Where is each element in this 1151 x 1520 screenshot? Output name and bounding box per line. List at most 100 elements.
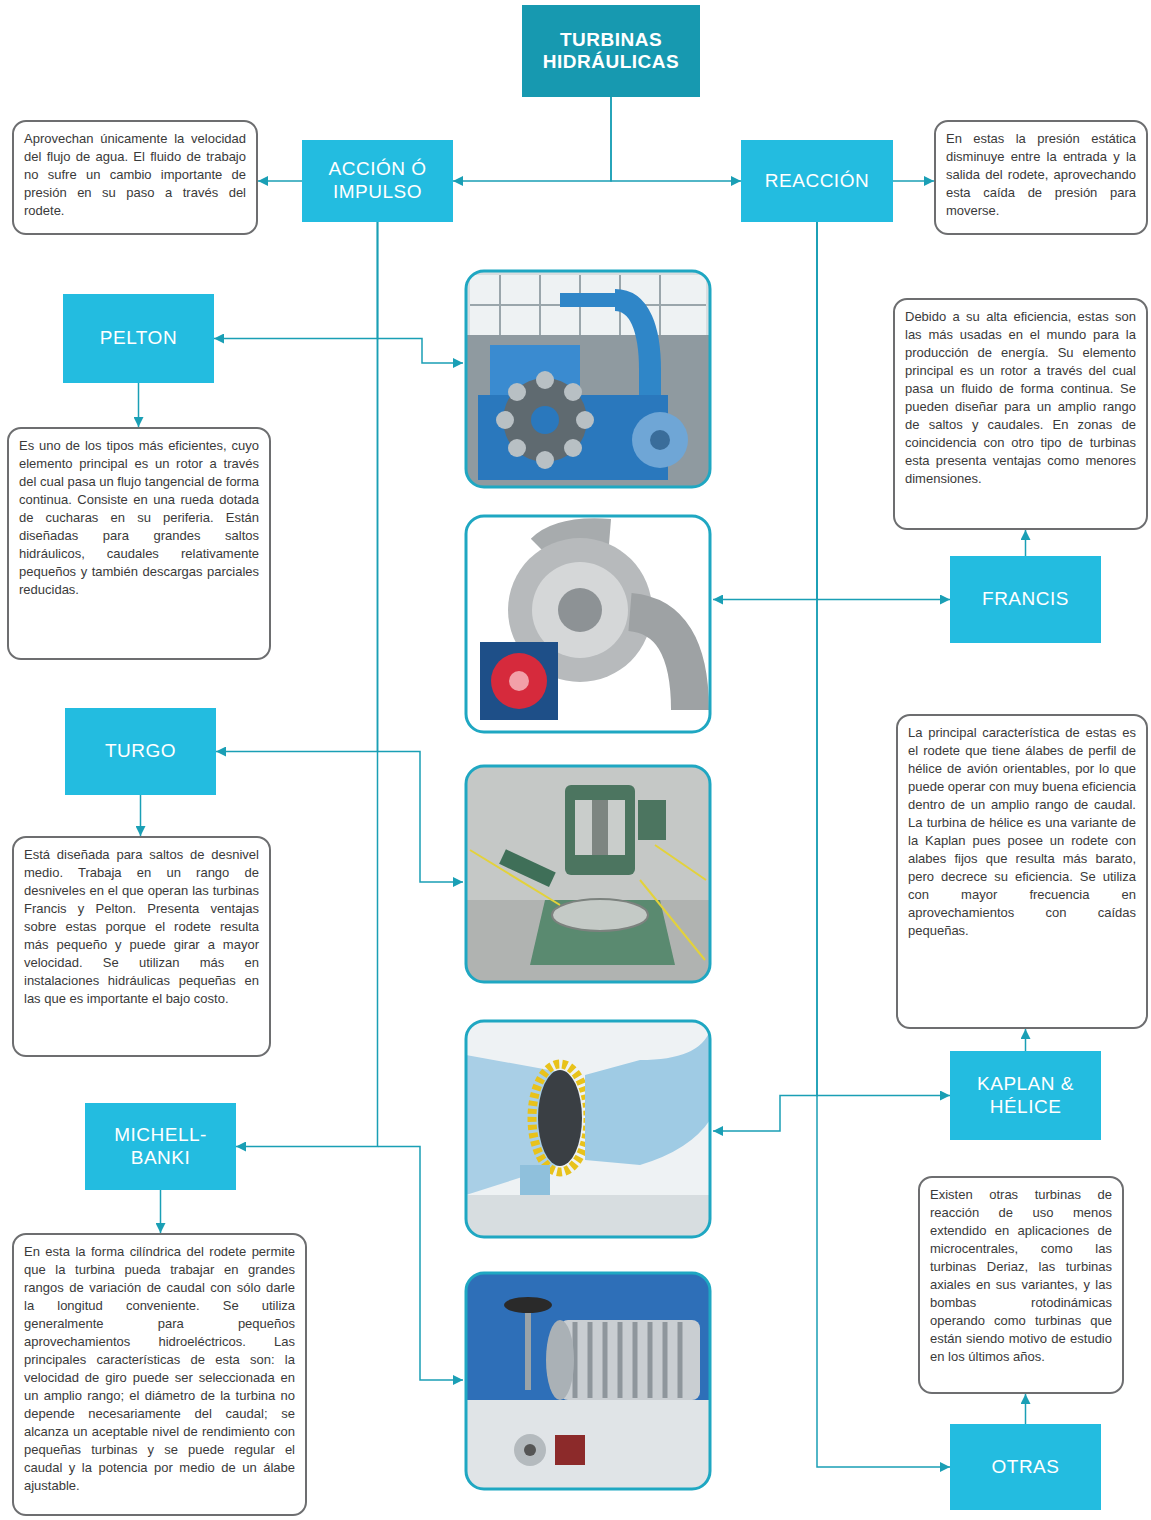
photo-frames-part — [466, 516, 710, 732]
michell-banki-photo — [466, 1273, 710, 1489]
pelton-photo-part — [496, 411, 514, 429]
turgo-photo-part — [640, 880, 705, 960]
michell-banki-photo-part — [525, 1310, 531, 1390]
photo-leader-lines-part — [713, 1096, 818, 1132]
pelton-photo-part — [466, 335, 710, 487]
title-box: TURBINAS HIDRÁULICAS — [522, 5, 700, 97]
pelton-photo-part — [632, 412, 688, 468]
pelton-photo-part — [466, 271, 710, 487]
turgo-photo-part — [565, 785, 635, 875]
michell-banki-photo-part — [560, 1320, 700, 1400]
kaplan-photo — [466, 1021, 710, 1237]
francis-photo-part — [509, 671, 529, 691]
connector-arrow — [453, 97, 611, 181]
node-text: OTRAS — [992, 1456, 1060, 1479]
kaplan-photo-part — [585, 1030, 710, 1165]
connector-arrow — [1025, 1394, 1027, 1424]
pelton-photo-part — [536, 451, 554, 469]
pelton-photo-part — [650, 430, 670, 450]
pelton-photo-part — [470, 275, 706, 335]
pelton-photo-part — [470, 275, 706, 335]
connector-arrow — [160, 1190, 162, 1233]
description-box: Es uno de los tipos más eficientes, cuyo… — [7, 427, 271, 660]
category-box: FRANCIS — [950, 556, 1101, 643]
category-box: OTRAS — [950, 1424, 1101, 1510]
pelton-photo-part — [564, 383, 582, 401]
node-text: Es uno de los tipos más eficientes, cuyo… — [19, 437, 259, 599]
category-box: PELTON — [63, 294, 214, 383]
turgo-photo-part — [655, 845, 706, 880]
category-box: REACCIÓN — [741, 140, 893, 222]
node-text: Existen otras turbinas de reacción de us… — [930, 1186, 1112, 1366]
michell-banki-photo-part — [504, 1297, 552, 1313]
description-box: Debido a su alta eficiencia, estas son l… — [893, 298, 1148, 530]
photo-leader-lines-part — [713, 599, 818, 601]
turgo-photo-part — [638, 800, 666, 840]
turgo-photo-part — [466, 900, 710, 982]
description-box: Aprovechan únicamente la velocidad del f… — [12, 120, 258, 235]
pelton-photo-part — [560, 293, 620, 307]
category-box: TURGO — [65, 708, 216, 795]
pelton-photo-part — [508, 439, 526, 457]
category-box: ACCIÓN Ó IMPULSO — [302, 140, 453, 222]
francis-photo-part — [558, 588, 602, 632]
michell-banki-photo-part — [555, 1435, 585, 1465]
francis-photo-part — [491, 653, 547, 709]
connector-arrow — [258, 180, 302, 182]
turgo-photo-part — [592, 800, 608, 855]
kaplan-photo-part — [466, 1021, 710, 1237]
pelton-photo-part — [508, 383, 526, 401]
node-text: Está diseñada para saltos de desnivel me… — [24, 846, 259, 1008]
turgo-photo-part — [499, 849, 556, 887]
michell-banki-photo-part — [524, 1444, 536, 1456]
connector-arrow — [138, 383, 140, 427]
kaplan-photo-part — [532, 1064, 588, 1172]
michell-banki-photo-part — [466, 1273, 710, 1489]
photo-frames-part — [466, 1273, 710, 1489]
pelton-photo-part — [564, 439, 582, 457]
pelton-photo-part — [536, 371, 554, 389]
francis-photo-part — [466, 516, 710, 732]
michell-banki-photo-part — [546, 1320, 574, 1400]
connector-arrow — [1025, 1029, 1027, 1051]
description-box: La principal característica de estas es … — [896, 714, 1148, 1029]
node-text: En estas la presión estática disminuye e… — [946, 130, 1136, 220]
node-text: FRANCIS — [982, 588, 1069, 611]
photo-frames-part — [466, 766, 710, 982]
photo-frames-part — [466, 271, 710, 487]
category-box: MICHELL-BANKI — [85, 1103, 236, 1190]
node-text: MICHELL-BANKI — [97, 1124, 224, 1170]
node-text: TURBINAS HIDRÁULICAS — [534, 29, 688, 73]
francis-photo-part — [480, 642, 558, 720]
node-text: REACCIÓN — [765, 170, 869, 193]
turgo-photo-part — [470, 850, 560, 905]
kaplan-photo-part — [538, 1070, 582, 1166]
connector-arrow — [611, 97, 741, 181]
kaplan-photo-part — [520, 1165, 550, 1195]
node-text: TURGO — [105, 740, 176, 763]
node-text: KAPLAN & HÉLICE — [962, 1073, 1089, 1119]
photo-leader-lines — [378, 339, 818, 1381]
pelton-photo-part — [531, 406, 559, 434]
node-text: PELTON — [100, 327, 177, 350]
turgo-photo-part — [575, 800, 625, 855]
node-text: En esta la forma cilíndrica del rodete p… — [24, 1243, 295, 1495]
node-text: La principal característica de estas es … — [908, 724, 1136, 940]
pelton-photo-part — [503, 378, 587, 462]
connector-arrow — [1025, 530, 1027, 556]
michell-banki-photo-part — [514, 1434, 546, 1466]
description-box: En esta la forma cilíndrica del rodete p… — [12, 1233, 307, 1516]
description-box: Está diseñada para saltos de desnivel me… — [12, 836, 271, 1057]
turgo-photo-part — [466, 766, 710, 982]
photo-leader-lines-part — [378, 752, 463, 883]
photo-frames-part — [466, 1021, 710, 1237]
description-box: Existen otras turbinas de reacción de us… — [918, 1176, 1124, 1394]
pelton-photo-part — [576, 411, 594, 429]
michell-banki-photo-part — [466, 1400, 710, 1489]
turgo-photo — [466, 766, 710, 982]
connector-arrow — [893, 180, 934, 182]
connector-arrow — [140, 795, 142, 836]
photo-leader-lines-part — [378, 339, 463, 364]
photo-leader-lines-part — [378, 1147, 463, 1381]
